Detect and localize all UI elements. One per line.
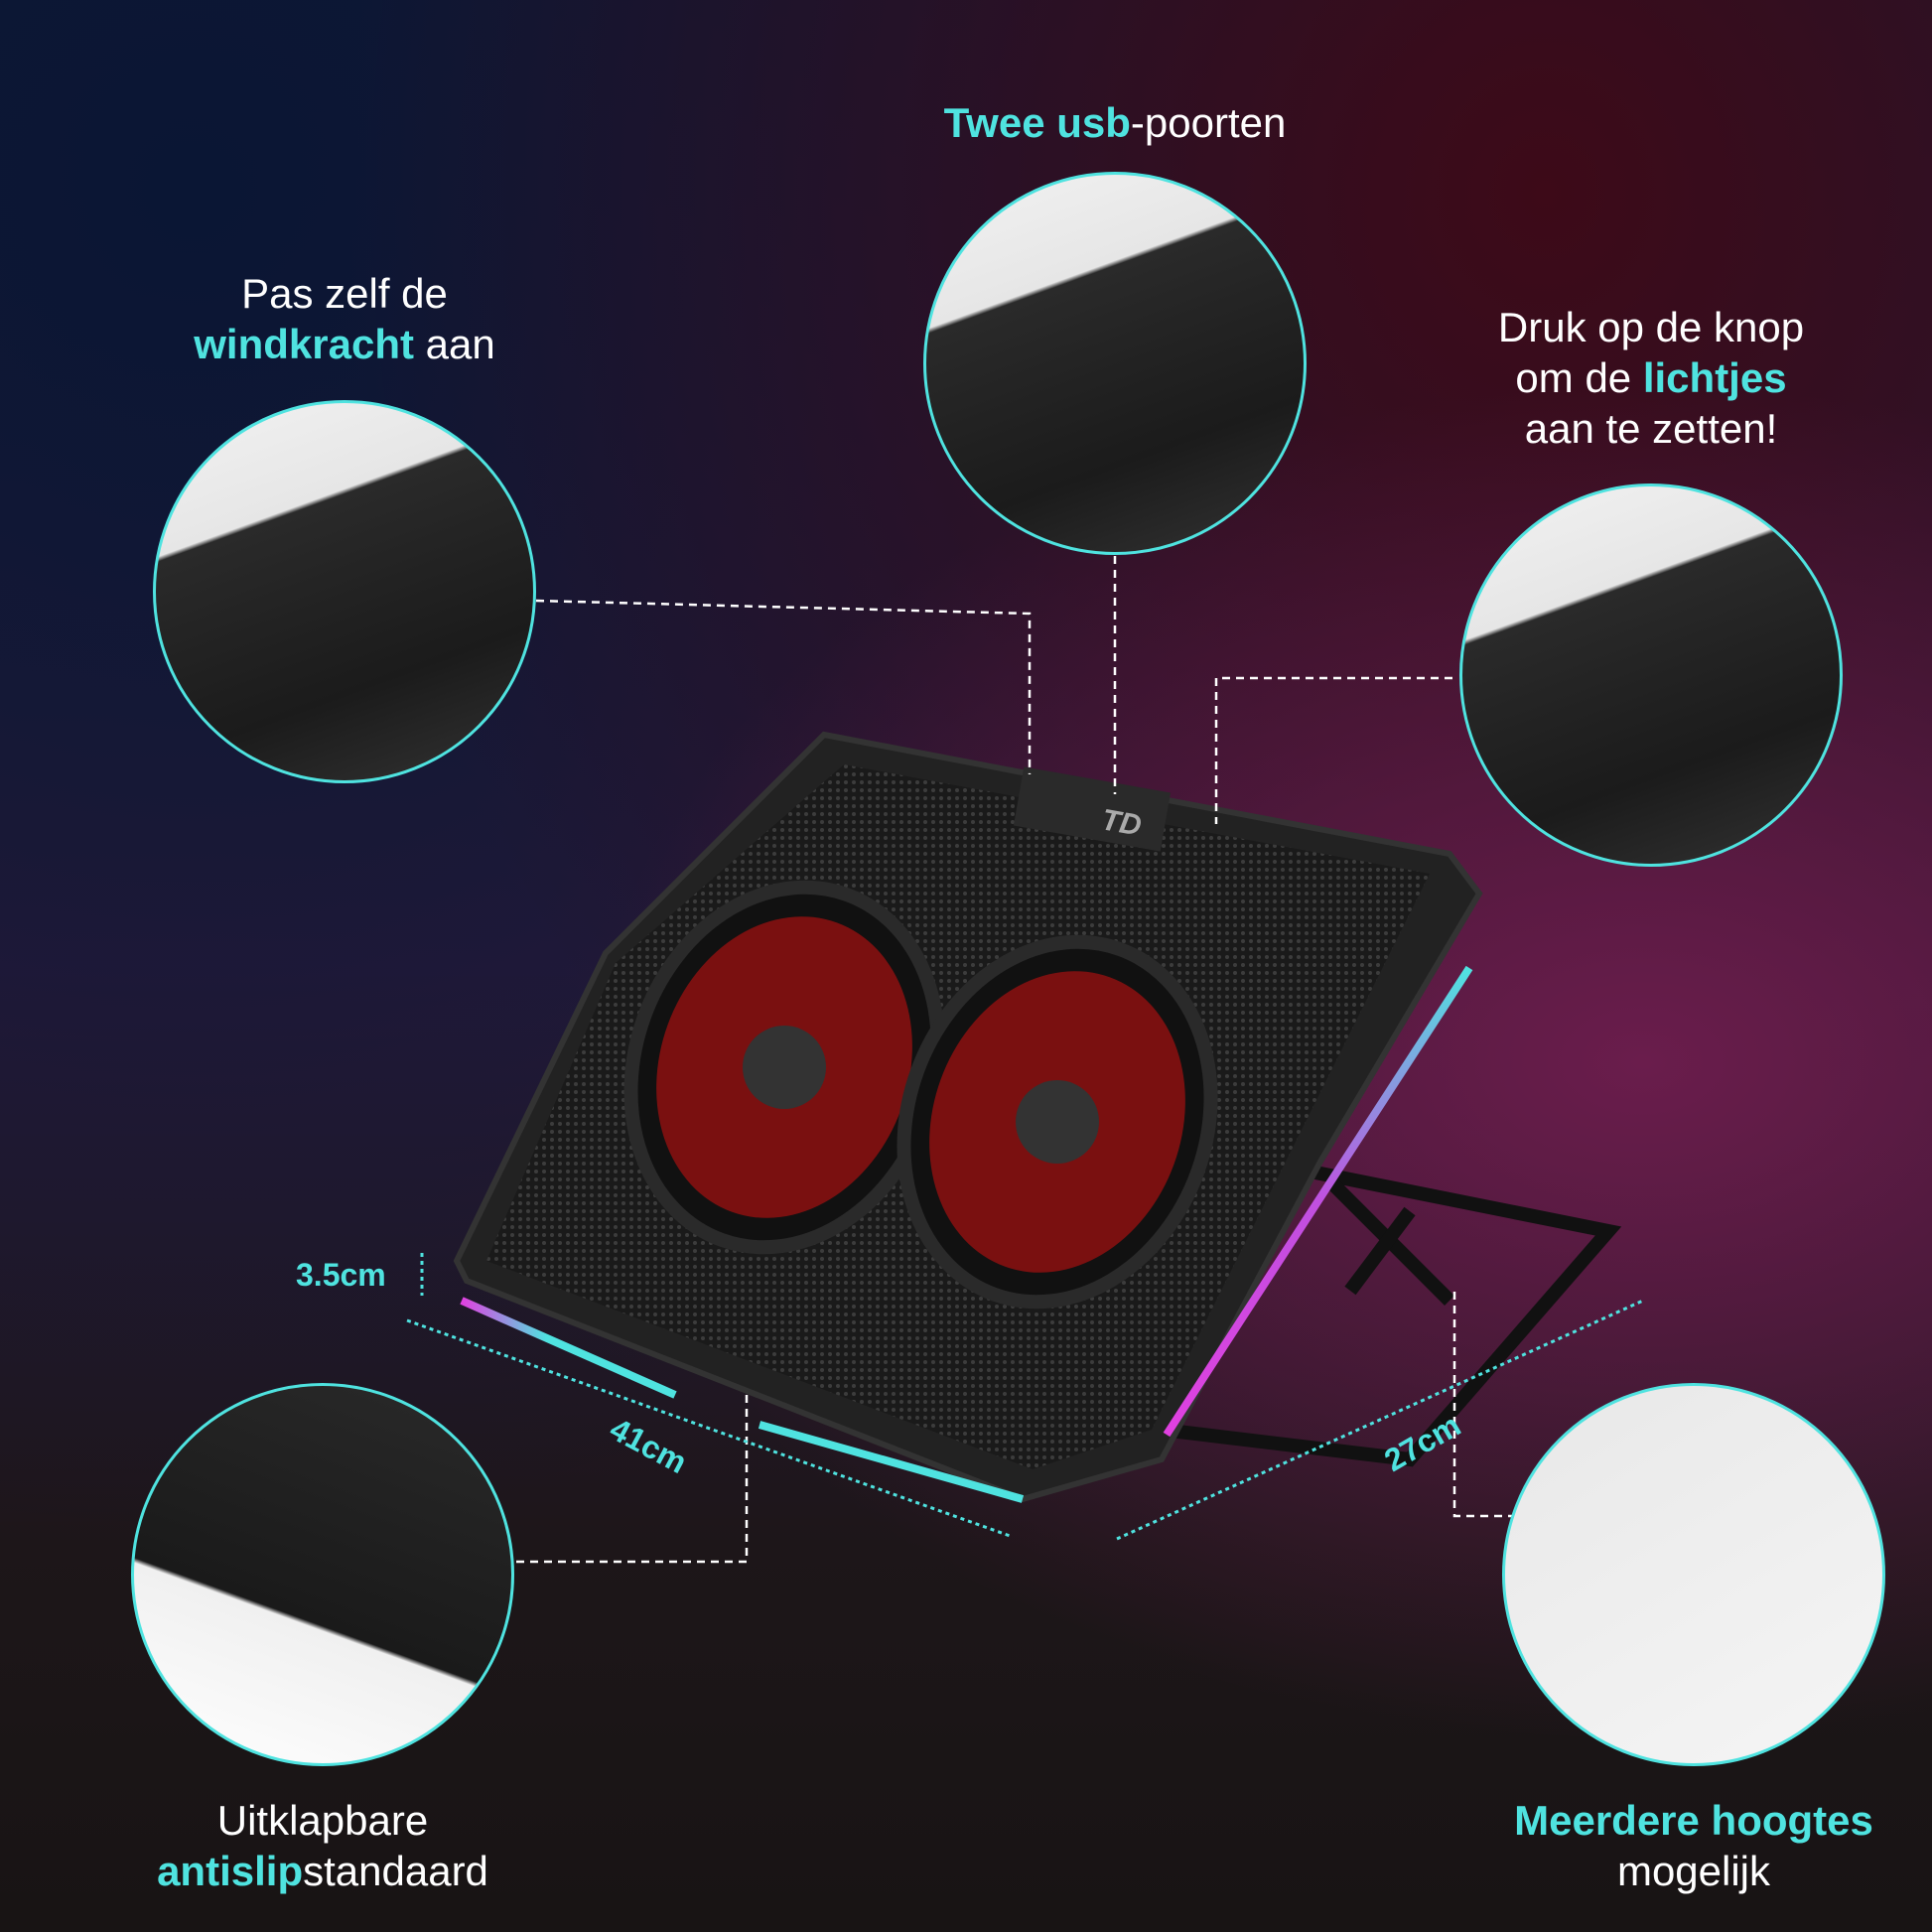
fan-left [623, 880, 945, 1255]
lights-line2: om de [1515, 354, 1643, 401]
lights-highlight: lichtjes [1642, 354, 1787, 401]
antislip-stand-closeup [131, 1383, 514, 1766]
light-button-closeup [1459, 483, 1843, 867]
fan-right [897, 934, 1218, 1310]
stand-rest: standaard [303, 1848, 488, 1894]
wind-highlight: windkracht [194, 321, 414, 367]
fan-speed-closeup [153, 400, 536, 783]
heights-line2: mogelijk [1616, 1848, 1771, 1894]
lights-line3: aan te zetten! [1524, 405, 1778, 452]
usb-rest: -poorten [1130, 99, 1287, 146]
lights-line1: Druk op de knop [1497, 304, 1805, 350]
stand-highlight: antislip [157, 1848, 304, 1894]
logo-text: TD [1099, 803, 1144, 842]
dimension-lines [406, 1253, 1644, 1541]
usb-ports-closeup [923, 172, 1307, 555]
heights-highlight: Meerdere hoogtes [1514, 1797, 1873, 1844]
stand-line1: Uitklapbare [216, 1797, 429, 1844]
usb-caption: Twee usb-poorten [944, 97, 1287, 148]
wind-line1: Pas zelf de [241, 270, 448, 317]
height-dimension: 3.5cm [296, 1257, 386, 1293]
heights-closeup [1502, 1383, 1885, 1766]
usb-highlight: Twee usb [943, 99, 1131, 146]
wind-rest: aan [413, 321, 495, 367]
